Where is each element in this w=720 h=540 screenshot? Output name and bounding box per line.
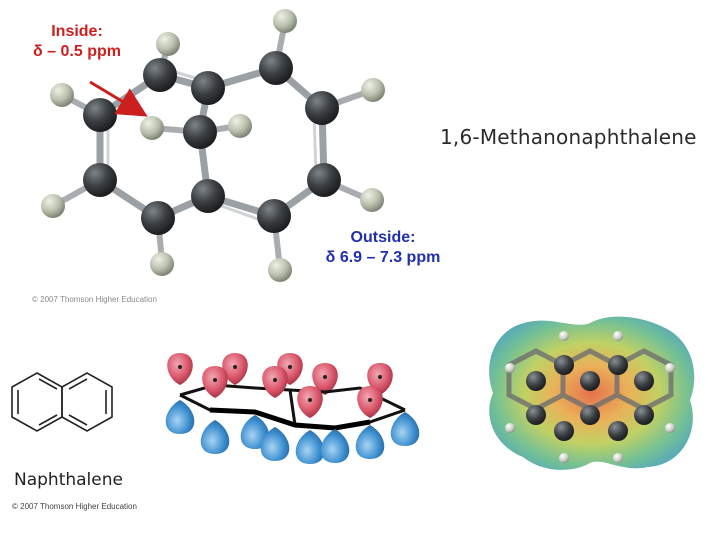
naphthalene-title: Naphthalene	[14, 470, 123, 490]
outside-label-line2: δ 6.9 – 7.3 ppm	[325, 249, 441, 266]
carbon-atoms	[83, 51, 341, 235]
inside-label-line2: δ – 0.5 ppm	[33, 43, 121, 60]
electrostatic-potential-map	[489, 316, 695, 470]
outside-label-line1: Outside:	[350, 229, 416, 246]
copyright-bottom: © 2007 Thomson Higher Education	[12, 502, 137, 511]
inside-label-line1: Inside:	[51, 23, 103, 40]
inside-arrow	[89, 80, 148, 117]
copyright-top: © 2007 Thomson Higher Education	[32, 295, 157, 304]
p-orbital-diagram	[165, 353, 420, 464]
outside-label: Outside: δ 6.9 – 7.3 ppm	[308, 228, 458, 268]
hydrogen-atoms	[41, 9, 385, 282]
inside-label: Inside: δ – 0.5 ppm	[22, 22, 132, 62]
naphthalene-structure	[11, 372, 113, 432]
molecule-title: 1,6-Methanonaphthalene	[440, 125, 697, 149]
